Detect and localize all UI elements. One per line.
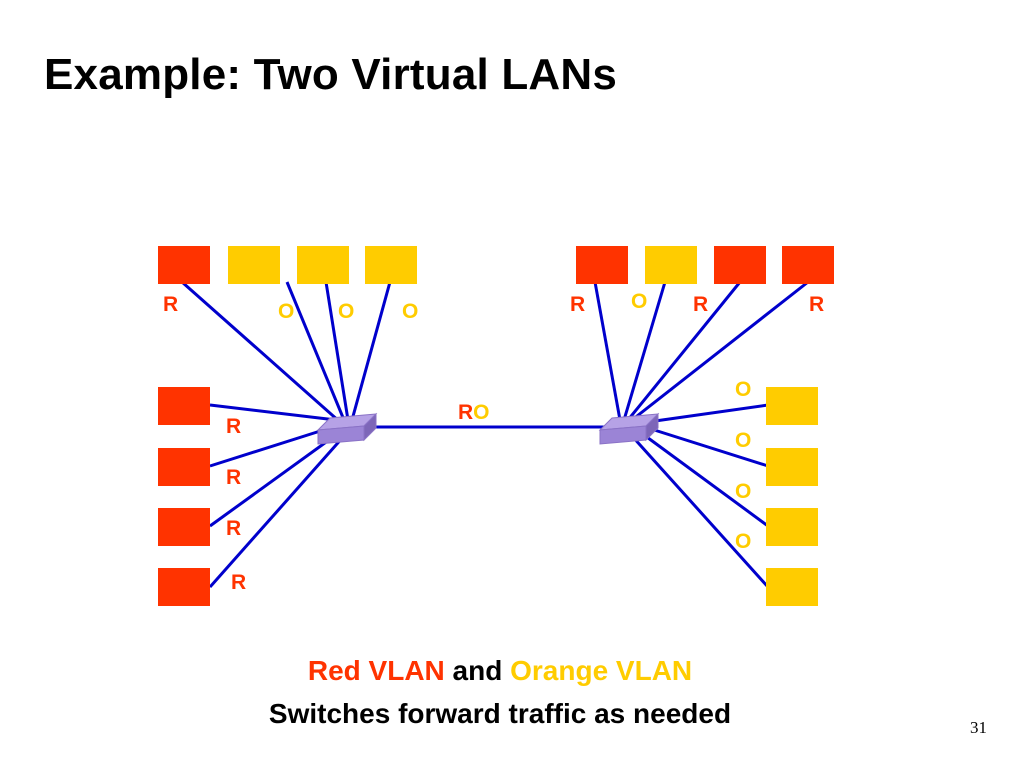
- page-number: 31: [970, 718, 987, 737]
- caption-and: and: [444, 655, 511, 686]
- host-orange: [228, 246, 280, 284]
- port-label-red: R: [163, 293, 178, 316]
- host-red: [158, 387, 210, 425]
- host-red: [158, 448, 210, 486]
- port-label-orange: O: [402, 300, 418, 323]
- right-switch: [598, 412, 660, 445]
- vlan-diagram: R O O O R R R R R O R R O O O O RO: [158, 246, 834, 606]
- port-label-red: R: [226, 517, 241, 540]
- link: [209, 430, 341, 528]
- link: [639, 430, 769, 528]
- link: [631, 280, 809, 422]
- port-label-orange: O: [735, 480, 751, 503]
- host-orange: [766, 568, 818, 606]
- port-label-red: R: [231, 571, 246, 594]
- host-red: [158, 568, 210, 606]
- port-label-orange: O: [735, 429, 751, 452]
- host-red: [714, 246, 766, 284]
- host-red: [158, 246, 210, 284]
- caption-orange-vlan: Orange VLAN: [510, 655, 693, 686]
- link: [647, 403, 769, 424]
- port-label-red: R: [809, 293, 824, 316]
- link: [593, 281, 622, 421]
- link: [285, 281, 346, 421]
- port-label-orange: O: [735, 530, 751, 553]
- host-red: [158, 508, 210, 546]
- port-label-orange: O: [338, 300, 354, 323]
- port-label-red: R: [226, 466, 241, 489]
- trunk-label: RO: [458, 401, 490, 424]
- port-label-red: R: [226, 415, 241, 438]
- link: [324, 281, 350, 421]
- port-label-red: R: [693, 293, 708, 316]
- caption-red-vlan: Red VLAN: [307, 655, 445, 686]
- link: [209, 403, 337, 422]
- host-orange: [766, 448, 818, 486]
- port-label-orange: O: [631, 290, 647, 313]
- trunk-label-red: R: [458, 401, 473, 424]
- port-label-red: R: [570, 293, 585, 316]
- link: [209, 424, 337, 468]
- host-orange: [766, 387, 818, 425]
- link: [350, 281, 392, 421]
- right-links: [593, 280, 809, 589]
- caption-switches: Switches forward traffic as needed: [268, 698, 732, 729]
- link: [208, 435, 346, 588]
- link: [647, 426, 769, 468]
- host-red: [782, 246, 834, 284]
- host-orange: [365, 246, 417, 284]
- link: [630, 434, 770, 589]
- host-orange: [645, 246, 697, 284]
- caption-vlans: Red VLAN and Orange VLAN: [0, 654, 1000, 688]
- left-switch: [316, 412, 378, 445]
- trunk-label-orange: O: [473, 401, 489, 424]
- slide-title: Example: Two Virtual LANs: [44, 50, 618, 99]
- host-orange: [766, 508, 818, 546]
- host-orange: [297, 246, 349, 284]
- link: [626, 281, 742, 421]
- left-links: [181, 280, 392, 588]
- link: [181, 280, 341, 424]
- port-label-orange: O: [735, 378, 751, 401]
- link: [622, 281, 667, 421]
- host-red: [576, 246, 628, 284]
- port-label-orange: O: [278, 300, 294, 323]
